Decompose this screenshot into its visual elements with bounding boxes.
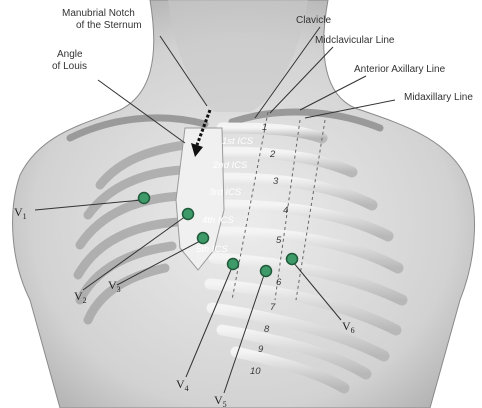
electrode-v4 (228, 259, 239, 270)
rib-number-8: 8 (264, 324, 270, 335)
ics-label-4: 4th ICS (202, 215, 234, 226)
rib-number-2: 2 (269, 149, 276, 160)
rib-number-10: 10 (250, 366, 261, 377)
angle-of-louis-label-line1: Angle (57, 49, 83, 60)
electrode-v2 (183, 209, 194, 220)
rib-number-4: 4 (283, 205, 288, 216)
rib-number-6: 6 (276, 277, 282, 288)
rib-number-3: 3 (273, 176, 279, 187)
rib-number-5: 5 (276, 235, 282, 246)
electrode-v6 (287, 254, 298, 265)
angle-of-louis-label-line2: of Louis (52, 61, 87, 72)
rib-number-1: 1 (262, 122, 267, 133)
ics-label-5: 5th ICS (196, 244, 228, 255)
electrode-v3 (198, 233, 209, 244)
rib-number-7: 7 (270, 302, 276, 313)
electrode-v5 (261, 266, 272, 277)
electrode-v1 (139, 193, 150, 204)
rib-number-9: 9 (258, 344, 264, 355)
anterior-axillary-line-label: Anterior Axillary Line (354, 64, 446, 75)
manubrial-notch-label-line1: Manubrial Notch (62, 8, 135, 19)
midclavicular-line-label: Midclavicular Line (315, 35, 395, 46)
midaxillary-line-label: Midaxillary Line (404, 92, 473, 103)
ics-label-1: 1st ICS (222, 136, 254, 147)
manubrial-notch-label-line2: of the Sternum (76, 20, 142, 31)
ics-label-2: 2nd ICS (212, 160, 248, 171)
clavicle-label: Clavicle (296, 15, 331, 26)
ics-label-3: 3rd ICS (209, 187, 242, 198)
